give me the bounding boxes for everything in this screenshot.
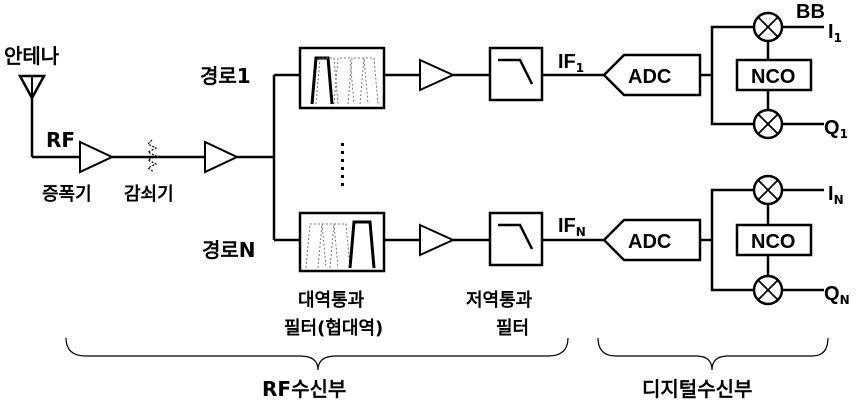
- antenna-label: 안테나: [4, 44, 60, 68]
- mixer-icon: [752, 108, 784, 140]
- lowpass-filter-n: [488, 211, 544, 267]
- ifn-label: IFN: [558, 215, 586, 239]
- mixer-icon: [752, 11, 784, 43]
- amplifier2-icon: [204, 140, 240, 174]
- attenuator-label: 감쇠기: [124, 184, 174, 205]
- qn-label: QN: [824, 283, 850, 307]
- digital-receiver-label: 디지털수신부: [642, 377, 752, 401]
- amplifier-label: 증폭기: [42, 184, 92, 205]
- amplifier-icon: [79, 140, 115, 174]
- bb-label: BB: [796, 1, 825, 23]
- lowpass-label-1: 저역통과: [466, 290, 533, 311]
- amplifier3-icon: [419, 58, 456, 92]
- bandpass-filter-n: [298, 211, 386, 273]
- nco-block-1: NCO: [735, 58, 813, 92]
- i1-label: I1: [828, 21, 842, 45]
- amplifier4-icon: [419, 223, 456, 257]
- rf-label: RF: [46, 128, 75, 152]
- svg-text:ADC: ADC: [628, 231, 671, 253]
- digital-receiver-brace: [597, 337, 829, 371]
- q1-label: Q1: [824, 117, 848, 141]
- mixer-icon: [752, 174, 784, 206]
- antenna-icon: [17, 74, 47, 157]
- adc-block-1: ADC: [602, 53, 702, 97]
- mixer-icon: [752, 274, 784, 306]
- rf-receiver-label: RF수신부: [262, 377, 346, 401]
- if1-label: IF1: [558, 51, 584, 75]
- branch-lines-bottom: [710, 188, 754, 292]
- pathN-label: 경로N: [202, 238, 256, 262]
- adc-block-n: ADC: [602, 218, 702, 262]
- ellipsis-dots: [341, 143, 344, 186]
- nco-block-n: NCO: [735, 223, 813, 257]
- bandpass-label-1: 대역통과: [298, 290, 365, 311]
- svg-text:NCO: NCO: [751, 231, 795, 253]
- bandpass-label-2: 필터(협대역): [284, 317, 383, 339]
- attenuator-icon: [146, 139, 158, 173]
- branch-lines-top: [710, 25, 754, 126]
- lowpass-label-2: 필터: [496, 318, 529, 339]
- lowpass-filter-1: [488, 46, 544, 102]
- path1-label: 경로1: [200, 64, 251, 88]
- svg-text:ADC: ADC: [628, 66, 671, 88]
- bandpass-filter-1: [298, 46, 386, 110]
- in-label: IN: [828, 183, 844, 207]
- rf-receiver-brace: [65, 337, 569, 371]
- svg-text:NCO: NCO: [751, 66, 795, 88]
